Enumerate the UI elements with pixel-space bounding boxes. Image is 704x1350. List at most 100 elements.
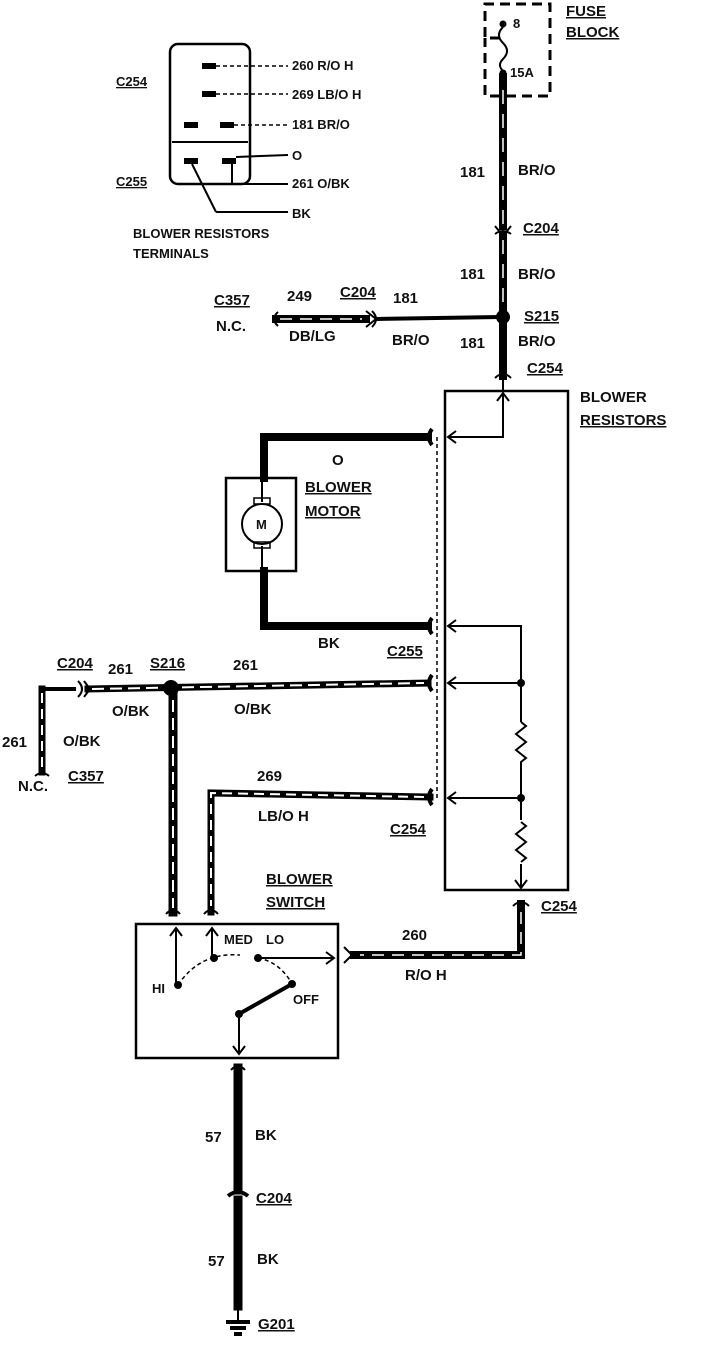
c204-top-label: C204 — [523, 220, 560, 237]
pin-label-269: 269 LB/O H — [292, 87, 361, 102]
leader-bk-diag — [191, 163, 217, 213]
c254-mid-label: C254 — [390, 821, 427, 838]
c204-bottom-label: C204 — [256, 1190, 293, 1207]
switch-connector-260-icon — [343, 946, 354, 964]
c357-bottom-connector-icon — [34, 772, 50, 777]
wire-181-color-d: BR/O — [518, 333, 556, 350]
c254-top-label: C254 — [527, 360, 564, 377]
wire-bk-label: BK — [318, 635, 340, 652]
wire-57-label-a: 57 — [205, 1129, 222, 1146]
pin-o — [220, 122, 234, 128]
nc-top-label: N.C. — [216, 318, 246, 335]
pin-269 — [202, 91, 216, 97]
fuse-rating: 15A — [510, 65, 534, 80]
c204-midleft-label: C204 — [57, 655, 94, 672]
s216-label: S216 — [150, 655, 185, 672]
pin-label-o: O — [292, 148, 302, 163]
c255-connector-label: C255 — [116, 174, 147, 189]
wire-260-color: R/O H — [405, 967, 447, 984]
switch-med-label: MED — [224, 932, 253, 947]
blower-switch-title-2: SWITCH — [266, 894, 325, 911]
leader-o — [235, 154, 289, 158]
wire-260-path — [350, 900, 525, 959]
wire-261-color-a: O/BK — [112, 703, 150, 720]
c357-bottom-label: C357 — [68, 768, 104, 785]
wire-181-feed: 181 BR/O C204 181 BR/O S215 181 BR/O C25… — [460, 73, 564, 380]
c254-right-connector-icon — [512, 901, 530, 907]
wire-261-label-a: 261 — [108, 661, 133, 678]
c357-top-label: C357 — [214, 292, 250, 309]
c254-right-label: C254 — [541, 898, 578, 915]
wire-269-color: LB/O H — [258, 808, 309, 825]
fuse-block-title-2: BLOCK — [566, 24, 619, 41]
blower-motor: M O BLOWER MOTOR BK C255 — [224, 427, 434, 660]
wire-269: 269 LB/O H C254 — [203, 768, 434, 916]
wire-181-label-c: 181 — [393, 290, 418, 307]
blower-resistors-title-2: RESISTORS — [580, 412, 666, 429]
c255-connector-o-icon — [427, 427, 434, 447]
blower-switch: BLOWER SWITCH HI MED LO OFF — [134, 871, 340, 1060]
wire-249-label: 249 — [287, 288, 312, 305]
fuse-block-title-1: FUSE — [566, 3, 606, 20]
wire-181-color-b: BR/O — [518, 266, 556, 283]
wire-bk — [260, 567, 432, 630]
switch-blade — [238, 982, 293, 1016]
wire-260: C254 260 R/O H — [343, 898, 578, 984]
c255-connector-261-icon — [427, 673, 434, 693]
pin-261 — [222, 158, 236, 164]
switch-contact-med — [210, 954, 218, 962]
c254-top-connector-icon — [494, 373, 512, 379]
c204-bottom-connector-icon — [226, 1190, 250, 1198]
terminals-caption-2: TERMINALS — [133, 246, 209, 261]
pin-label-bk: BK — [292, 206, 311, 221]
blower-motor-title-2: MOTOR — [305, 503, 361, 520]
s215-label: S215 — [524, 308, 559, 325]
blower-resistors: BLOWER RESISTORS — [436, 378, 666, 892]
blower-resistors-title-1: BLOWER — [580, 389, 647, 406]
fuse-element-icon — [498, 26, 508, 72]
wire-261-label-c: 261 — [2, 734, 27, 751]
fuse-terminal-top — [499, 20, 507, 28]
pin-260 — [202, 63, 216, 69]
connector-housing — [168, 42, 252, 186]
wire-249-branch: C357 N.C. 249 DB/LG C204 181 BR/O — [214, 284, 501, 349]
connector-end-view: C254 C255 260 R/O H 269 LB/O H 181 BR/O … — [116, 42, 361, 261]
blower-switch-title-1: BLOWER — [266, 871, 333, 888]
wire-181-color-c: BR/O — [392, 332, 430, 349]
wire-269-label: 269 — [257, 768, 282, 785]
pin-label-260: 260 R/O H — [292, 58, 353, 73]
wire-181-color-a: BR/O — [518, 162, 556, 179]
c204-left-label: C204 — [340, 284, 377, 301]
g201-label: G201 — [258, 1316, 295, 1333]
wire-181-horizontal — [375, 315, 501, 321]
pin-181 — [184, 122, 198, 128]
c254-connector-label: C254 — [116, 74, 148, 89]
wire-249-color: DB/LG — [289, 328, 336, 345]
pin-label-181: 181 BR/O — [292, 117, 350, 132]
wire-261-color-b: O/BK — [234, 701, 272, 718]
wire-57-label-b: 57 — [208, 1253, 225, 1270]
nc-bottom-label: N.C. — [18, 778, 48, 795]
wire-57-ground: 57 BK C204 57 BK G201 — [205, 1063, 295, 1336]
blower-switch-box — [134, 922, 340, 1060]
motor-icon — [241, 503, 283, 545]
wire-260-label: 260 — [402, 927, 427, 944]
motor-symbol: M — [256, 517, 267, 532]
fuse-number: 8 — [513, 16, 520, 31]
wire-o — [260, 433, 432, 482]
c255-label: C255 — [387, 643, 423, 660]
terminals-caption-1: BLOWER RESISTORS — [133, 226, 270, 241]
wire-57-color-b: BK — [257, 1251, 279, 1268]
wire-181-label-a: 181 — [460, 164, 485, 181]
wire-261-label-b: 261 — [233, 657, 258, 674]
wire-181-label-d: 181 — [460, 335, 485, 352]
resistor-chain — [448, 625, 522, 886]
resistor-2-icon — [514, 821, 528, 863]
switch-lo-label: LO — [266, 932, 284, 947]
wire-261-color-c: O/BK — [63, 733, 101, 750]
blower-motor-title-1: BLOWER — [305, 479, 372, 496]
wire-261: C204 261 O/BK S216 261 O/BK 261 O/BK N.C… — [2, 655, 434, 917]
c254-mid-connector-icon — [427, 787, 434, 807]
switch-hi-label: HI — [152, 981, 165, 996]
